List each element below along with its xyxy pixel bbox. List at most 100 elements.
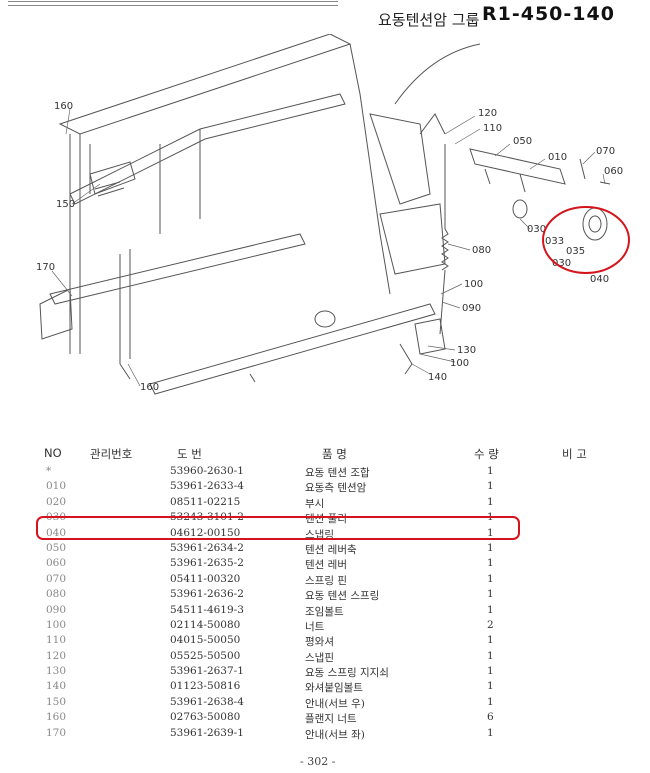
table-row: 010 53961-2633-4 요동측 텐션암 1 — [22, 479, 632, 494]
callout-label: 140 — [428, 372, 447, 383]
table-row: 160 02763-50080 플랜지 너트 6 — [22, 710, 632, 725]
row-no: 150 — [46, 695, 67, 708]
row-part-name: 안내(서브 우) — [305, 697, 365, 710]
row-qty: 1 — [487, 680, 494, 693]
row-qty: 1 — [487, 465, 494, 477]
row-part-name: 안내(서브 좌) — [305, 728, 365, 741]
row-part-number: 02763-50080 — [170, 711, 241, 724]
row-part-number: 05525-50500 — [170, 649, 241, 662]
row-no: 060 — [46, 557, 67, 570]
header-qty: 수 량 — [474, 447, 499, 461]
group-code: R1-450-140 — [482, 3, 615, 25]
header-rule — [8, 1, 338, 6]
row-part-number: 53961-2634-2 — [170, 541, 244, 554]
row-no: 100 — [46, 618, 67, 631]
callout-label: 130 — [457, 345, 476, 356]
row-part-name: 요동 텐션 스프링 — [305, 590, 380, 603]
row-part-number: 01123-50816 — [170, 680, 241, 693]
row-part-number: 54511-4619-3 — [170, 603, 244, 616]
header-remark: 비 고 — [562, 447, 587, 461]
callout-label: 060 — [604, 166, 623, 177]
row-qty: 1 — [487, 541, 494, 554]
row-qty: 1 — [487, 695, 494, 708]
diagram-drawing: 160 150 170 160 120 110 050 010 070 060 … — [36, 34, 630, 395]
callout-label: 150 — [56, 199, 75, 210]
row-qty: 1 — [487, 572, 494, 585]
callout-label: 040 — [590, 274, 609, 285]
row-qty: 1 — [487, 480, 494, 493]
highlight-row-box — [36, 516, 520, 540]
row-part-number: 53961-2639-1 — [170, 726, 244, 739]
row-no: 160 — [46, 711, 67, 724]
callout-label: 035 — [566, 246, 585, 257]
exploded-parts-diagram: 160 150 170 160 120 110 050 010 070 060 … — [0, 34, 650, 434]
row-part-number: 04612-00150 — [170, 526, 241, 539]
callout-label: 160 — [140, 382, 159, 393]
row-part-name: 스냅링 — [305, 528, 334, 541]
row-no: 170 — [46, 726, 67, 739]
row-qty: 6 — [487, 711, 494, 724]
row-part-name: 조임볼트 — [305, 605, 344, 618]
row-part-name: 텐션 레버축 — [305, 543, 357, 556]
row-no: 020 — [46, 495, 67, 508]
row-qty: 1 — [487, 603, 494, 616]
row-qty: 1 — [487, 557, 494, 570]
page-number: - 302 - — [300, 755, 336, 768]
row-no: 130 — [46, 665, 67, 678]
row-part-number: 53961-2637-1 — [170, 665, 244, 678]
row-part-name: 플랜지 너트 — [305, 713, 357, 726]
row-part-number: 02114-50080 — [170, 618, 241, 631]
page-header: 요동텐션암 그룹 R1-450-140 — [0, 0, 650, 34]
callout-label: 070 — [596, 146, 615, 157]
callout-label: 120 — [478, 108, 497, 119]
row-part-name: 평와셔 — [305, 636, 334, 649]
row-part-number: 05411-00320 — [170, 572, 241, 585]
row-qty: 1 — [487, 526, 494, 539]
row-part-number: 53961-2633-4 — [170, 480, 244, 493]
row-part-name: 요동 텐션 조합 — [305, 467, 370, 479]
callout-label: 030 — [552, 258, 571, 269]
callout-label: 170 — [36, 262, 55, 273]
callout-label: 033 — [545, 236, 564, 247]
table-row: 090 54511-4619-3 조임볼트 1 — [22, 603, 632, 618]
row-part-number: 53961-2636-2 — [170, 588, 244, 601]
highlight-circle — [542, 206, 630, 274]
row-part-name: 요동측 텐션암 — [305, 482, 367, 495]
callout-label: 100 — [464, 279, 483, 290]
callout-label: 100 — [450, 358, 469, 369]
row-part-name: 스냅핀 — [305, 651, 334, 664]
row-qty: 1 — [487, 634, 494, 647]
header-drawing: 도 번 — [177, 447, 202, 461]
table-row: 060 53961-2635-2 텐션 레버 1 — [22, 556, 632, 571]
row-part-number: 53961-2635-2 — [170, 557, 244, 570]
callout-label: 030 — [527, 224, 546, 235]
row-part-number: 04015-50050 — [170, 634, 241, 647]
callout-label: 110 — [483, 123, 502, 134]
callout-label: 010 — [548, 152, 567, 163]
row-part-name: 텐션 레버 — [305, 559, 347, 572]
row-no: 010 — [46, 480, 67, 493]
header-mgmt: 관리번호 — [90, 447, 133, 461]
row-no: 090 — [46, 603, 67, 616]
row-qty: 1 — [487, 588, 494, 601]
row-no: 040 — [46, 526, 67, 539]
callout-label: 160 — [54, 101, 73, 112]
table-header: NO 관리번호 도 번 품 명 수 량 비 고 — [22, 442, 632, 464]
table-row: 040 04612-00150 스냅링 1 — [22, 526, 632, 541]
row-no: 070 — [46, 572, 67, 585]
callout-label: 080 — [472, 245, 491, 256]
row-part-name: 요동 스프링 지지쇠 — [305, 667, 389, 680]
